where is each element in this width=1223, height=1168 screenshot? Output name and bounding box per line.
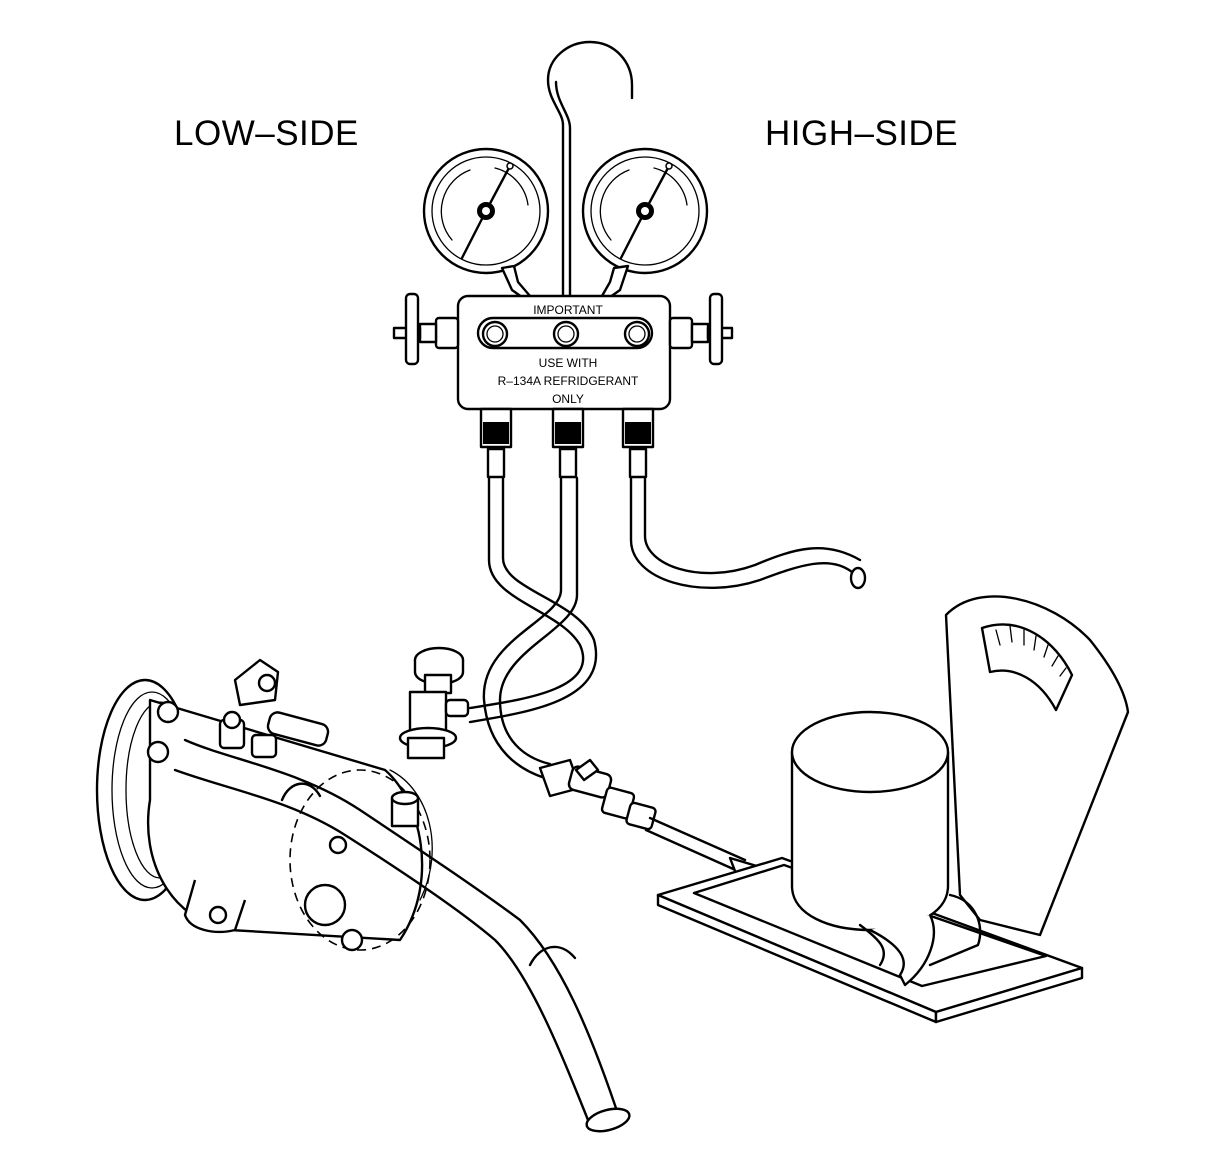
ac-compressor bbox=[95, 658, 433, 952]
low-side-label: LOW–SIDE bbox=[174, 114, 359, 153]
refrigerant-scale bbox=[656, 595, 1130, 1024]
plate-text-only: ONLY bbox=[552, 392, 584, 406]
high-side-hose bbox=[629, 476, 867, 590]
plate-text-refrigerant: R–134A REFRIDGERANT bbox=[498, 374, 639, 388]
plate-text-use-with: USE WITH bbox=[539, 356, 598, 370]
high-side-label: HIGH–SIDE bbox=[765, 114, 959, 153]
gauge-set-hook bbox=[546, 40, 634, 300]
compressor-suction-pipe bbox=[173, 738, 631, 1133]
manifold-body: IMPORTANT USE WITH R–134A REFRIDGERANT O… bbox=[456, 294, 672, 411]
center-service-hose bbox=[482, 476, 579, 780]
hose-fittings bbox=[479, 407, 655, 479]
refrigerant-tank bbox=[790, 710, 982, 987]
low-side-hose bbox=[468, 476, 598, 724]
plate-text-important: IMPORTANT bbox=[533, 303, 603, 317]
high-side-valve-knob bbox=[668, 292, 734, 366]
high-side-gauge bbox=[581, 147, 709, 302]
low-side-quick-coupler bbox=[398, 646, 470, 760]
low-side-valve-knob bbox=[392, 292, 460, 366]
low-side-gauge bbox=[422, 147, 550, 302]
